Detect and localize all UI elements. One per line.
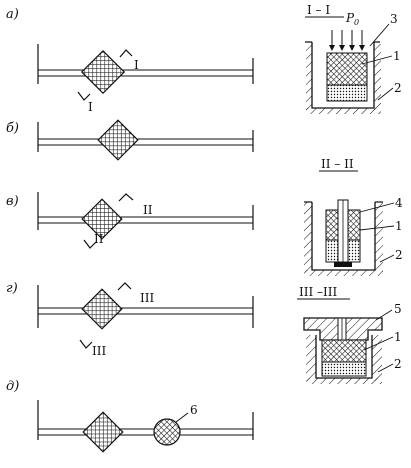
load-subscript: 0 [354,18,359,27]
section-mark: II [94,232,104,246]
round-sample [153,418,181,446]
row-letter: в) [6,194,19,209]
row-letter: г) [6,281,18,296]
row-letter: а) [6,7,19,22]
base-layer [326,84,368,102]
row-letter: д) [6,379,19,394]
row-a: а) I I [6,7,254,114]
sample-diamond [80,49,126,95]
section-mark: II [143,203,153,217]
section-mark: III [92,344,106,358]
callout-label: 1 [393,49,401,63]
section-iii: III –III 5 1 2 [297,285,402,384]
section-mark: I [134,58,139,72]
callout-label: 4 [395,196,403,210]
row-letter: б) [6,121,19,136]
section-title: III –III [299,285,338,299]
section-mark: III [140,291,154,305]
callout-label: 3 [390,12,398,26]
section-ii: II – II 4 1 2 [304,157,403,276]
row-d: д) 6 [6,379,254,453]
sample-diamond [82,411,124,453]
sample-diamond [81,198,123,240]
callout-label: 1 [394,330,402,344]
row-b: б) [6,119,254,161]
callout-label: 1 [395,219,403,233]
row-v: в) II II [6,192,254,249]
load-label: P [345,11,355,25]
sample-block [321,339,367,363]
callout-label: 2 [394,81,402,95]
section-i: I – I P 0 3 1 2 [305,3,402,114]
sample-block [326,52,368,86]
row-g: г) III III [6,281,254,358]
callout-label: 2 [395,248,403,262]
callout-label: 6 [190,403,198,417]
section-title: II – II [321,157,354,171]
electrode-tip [334,262,352,267]
callout-label: 5 [394,302,402,316]
sample-diamond [81,288,123,330]
section-mark: I [88,100,93,114]
section-title: I – I [307,3,330,17]
load-arrows [329,30,365,51]
sample-diamond [97,119,139,161]
callout-label: 2 [394,357,402,371]
base-layer [321,361,367,377]
